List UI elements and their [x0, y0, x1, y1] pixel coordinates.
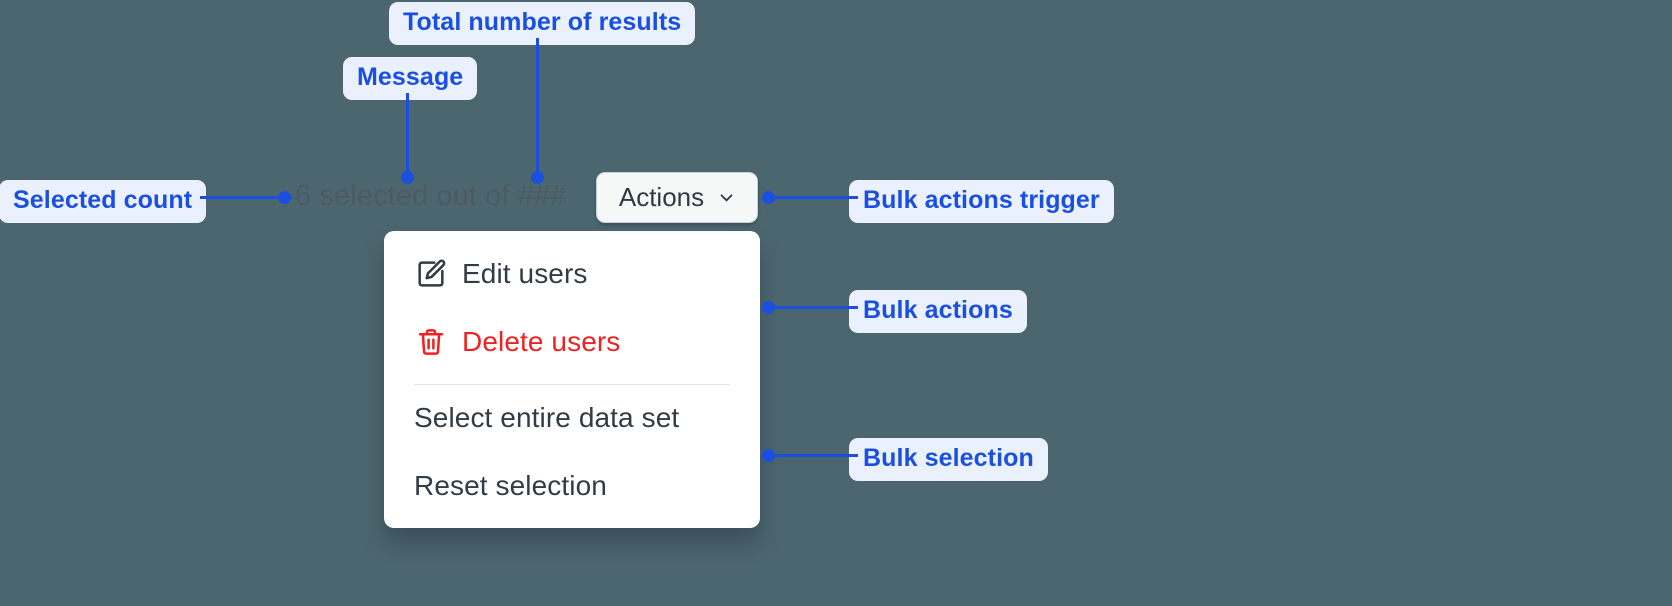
edit-pencil-square-icon — [414, 258, 448, 290]
selected-count-value: 6 — [295, 180, 312, 212]
selection-message-middle: selected out of — [311, 180, 518, 212]
menu-item-label: Select entire data set — [414, 402, 680, 433]
annotation-message: Message — [343, 57, 478, 100]
menu-item-label: Edit users — [462, 258, 588, 289]
connector-bulk-selection — [768, 454, 858, 457]
actions-button-label: Actions — [618, 182, 705, 212]
bulk-actions-trigger-button[interactable]: Actions — [596, 172, 758, 223]
menu-divider — [414, 384, 730, 385]
menu-item-reset-selection[interactable]: Reset selection — [384, 459, 760, 513]
connector-dot-selected-count — [278, 191, 291, 204]
total-results-value: ### — [517, 180, 567, 212]
connector-bulk-actions — [768, 306, 858, 309]
annotation-selected-count: Selected count — [0, 180, 207, 223]
trash-icon — [414, 326, 448, 358]
menu-item-select-entire-data-set[interactable]: Select entire data set — [384, 391, 760, 445]
menu-item-delete-users[interactable]: Delete users — [384, 315, 760, 369]
annotation-bulk-selection: Bulk selection — [849, 438, 1048, 481]
menu-item-label: Delete users — [462, 326, 621, 357]
connector-message — [406, 93, 409, 179]
connector-dot-bulk-actions-trigger — [762, 191, 775, 204]
annotation-total-number-of-results: Total number of results — [389, 2, 696, 45]
connector-selected-count — [200, 196, 292, 199]
selection-message: 6 selected out of ### — [295, 180, 566, 213]
annotation-bulk-actions-trigger: Bulk actions trigger — [849, 180, 1114, 223]
annotation-bulk-actions: Bulk actions — [849, 290, 1027, 333]
connector-bulk-actions-trigger — [768, 196, 858, 199]
menu-item-label: Reset selection — [414, 470, 607, 501]
connector-dot-bulk-actions — [762, 301, 775, 314]
connector-dot-bulk-selection — [762, 449, 775, 462]
chevron-down-icon — [718, 189, 735, 206]
bulk-actions-dropdown-panel: Edit users Delete users Select entire da… — [384, 231, 760, 528]
connector-dot-message — [401, 171, 414, 184]
connector-total-results — [536, 38, 539, 179]
menu-item-edit-users[interactable]: Edit users — [384, 247, 760, 301]
connector-dot-total-results — [531, 171, 544, 184]
